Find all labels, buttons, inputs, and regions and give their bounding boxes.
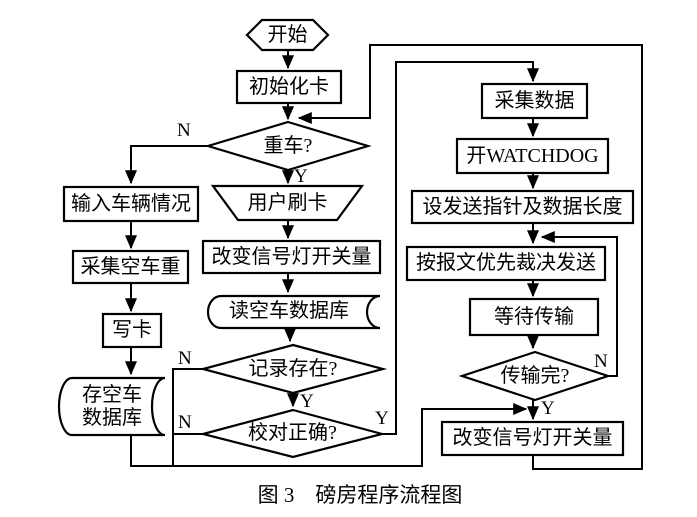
user-swipe-manual-shape bbox=[210, 184, 365, 222]
heavy-truck-y-label: Y bbox=[294, 166, 308, 187]
change-signal-bottom-label: 改变信号灯开关量 bbox=[452, 427, 613, 450]
record-exists-label: 记录存在? bbox=[248, 357, 338, 380]
edge-bottomline-to-signal2 bbox=[173, 403, 528, 467]
priority-send-label: 按报文优先裁决发送 bbox=[416, 252, 596, 275]
record-exists-decision-shape bbox=[198, 343, 388, 395]
record-exists-y-label: Y bbox=[300, 391, 314, 412]
open-watchdog-label: 开WATCHDOG bbox=[466, 144, 599, 167]
transfer-done-label: 传输完? bbox=[500, 364, 570, 387]
heavy-truck-n-label: N bbox=[177, 120, 191, 141]
edge-heavytruck-n-to-input bbox=[125, 145, 208, 185]
edge-verify-y-to-collectdata bbox=[382, 61, 539, 435]
wait-transfer-shape bbox=[468, 297, 600, 337]
store-empty-db-label: 存空车 数据库 bbox=[62, 379, 162, 434]
store-empty-db-shape bbox=[57, 376, 166, 437]
verify-correct-decision-shape bbox=[198, 408, 387, 459]
verify-correct-n-label: N bbox=[178, 412, 192, 433]
start-label: 开始 bbox=[267, 23, 308, 46]
edge-transfer-n-loop bbox=[540, 231, 618, 377]
user-swipe-label: 用户刷卡 bbox=[247, 191, 328, 214]
store-empty-db-label-line1: 存空车 bbox=[82, 384, 142, 407]
record-exists-n-label: N bbox=[178, 348, 192, 369]
write-card-label: 写卡 bbox=[112, 319, 152, 342]
input-vehicle-shape bbox=[62, 185, 200, 223]
wait-transfer-label: 等待传输 bbox=[494, 305, 574, 328]
init-card-label: 初始化卡 bbox=[249, 75, 329, 98]
edge-signal2-loop-to-heavytruck bbox=[297, 44, 643, 470]
write-card-shape bbox=[101, 312, 163, 349]
start-terminal-shape bbox=[245, 18, 330, 52]
verify-correct-y-label: Y bbox=[375, 408, 389, 429]
transfer-done-decision-shape bbox=[458, 350, 612, 402]
transfer-done-n-label: N bbox=[594, 351, 608, 372]
open-watchdog-shape bbox=[455, 137, 610, 175]
collect-empty-weight-label: 采集空车重 bbox=[80, 255, 181, 278]
read-empty-db-label: 读空车数据库 bbox=[229, 299, 349, 322]
priority-send-shape bbox=[405, 245, 607, 282]
init-card-shape bbox=[235, 69, 343, 105]
figure-caption: 图 3 磅房程序流程图 bbox=[257, 483, 463, 507]
input-vehicle-label: 输入车辆情况 bbox=[71, 192, 191, 215]
change-signal-mid-label: 改变信号灯开关量 bbox=[211, 245, 372, 268]
store-empty-db-label-line2: 数据库 bbox=[82, 406, 142, 429]
heavy-truck-decision-shape bbox=[204, 120, 372, 172]
heavy-truck-label: 重车? bbox=[263, 134, 313, 157]
transfer-done-y-label: Y bbox=[541, 398, 555, 419]
edge-storedb-to-bottomline bbox=[130, 435, 173, 467]
set-pointer-length-shape bbox=[410, 189, 635, 225]
collect-empty-weight-shape bbox=[71, 249, 190, 285]
read-empty-db-shape bbox=[206, 294, 381, 330]
verify-correct-label: 校对正确? bbox=[248, 422, 337, 445]
set-pointer-length-label: 设发送指针及数据长度 bbox=[422, 195, 623, 218]
change-signal-mid-shape bbox=[201, 239, 382, 275]
change-signal-bottom-shape bbox=[440, 420, 625, 457]
collect-data-shape bbox=[480, 82, 589, 120]
collect-data-label: 采集数据 bbox=[494, 89, 575, 112]
